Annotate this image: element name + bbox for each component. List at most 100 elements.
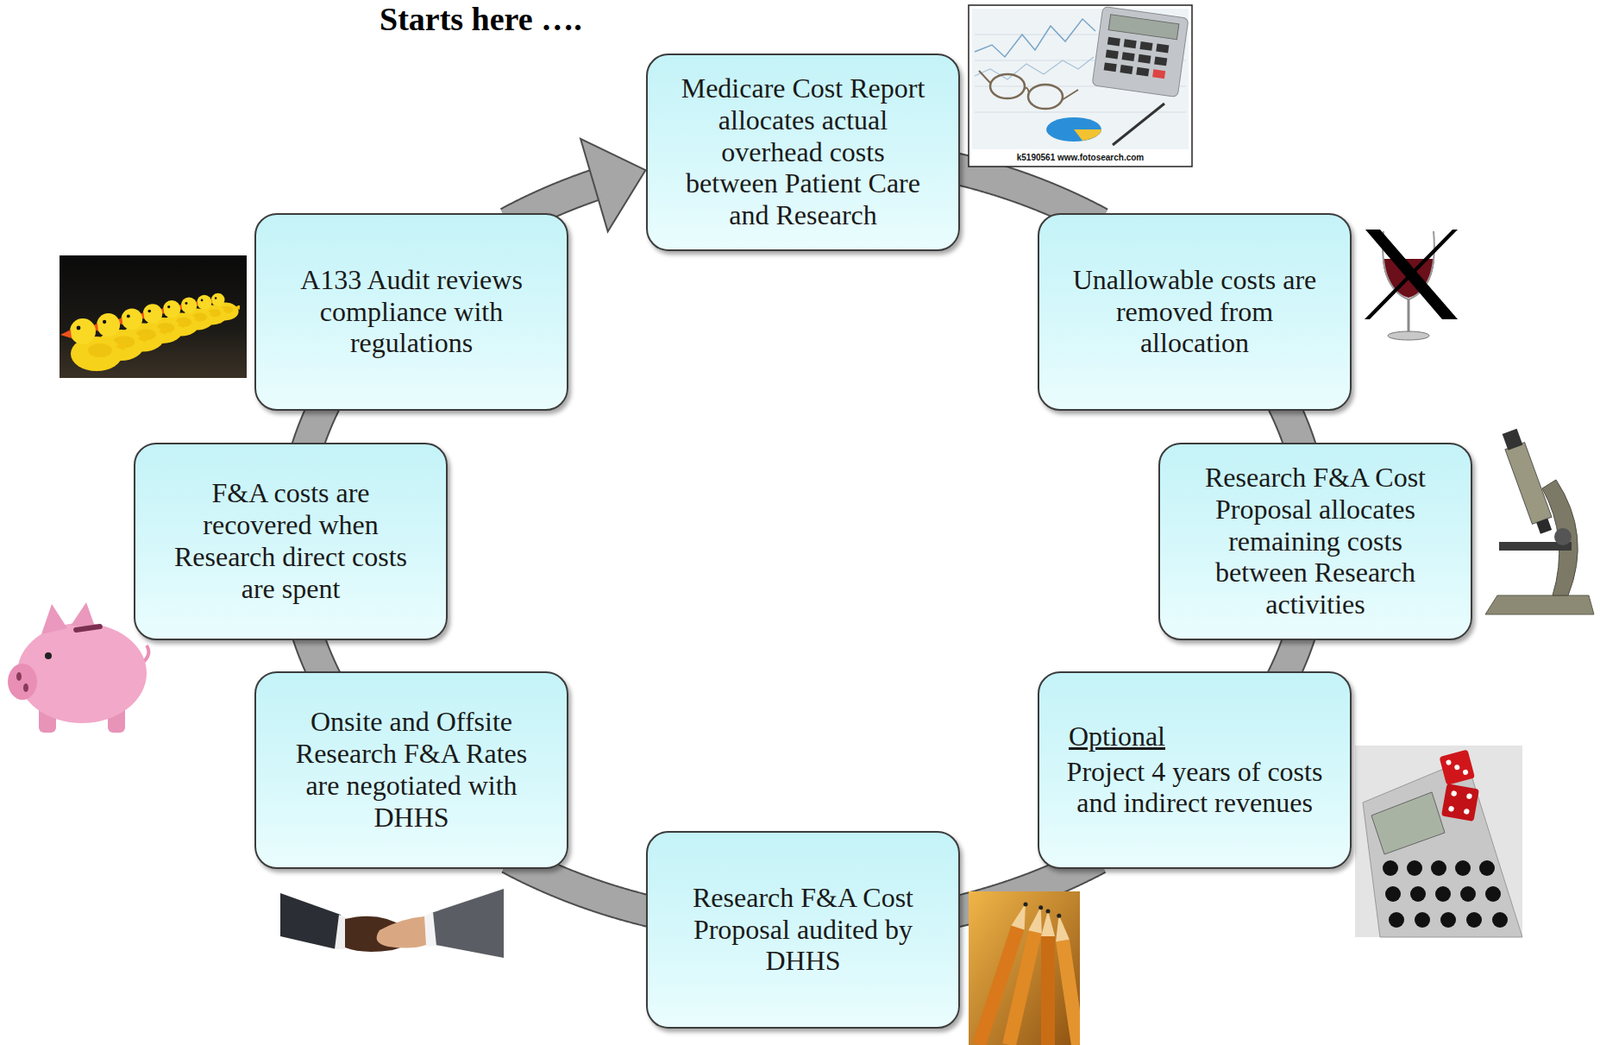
finance-photo-part [972, 149, 1189, 165]
calculator-dice-photo-part-part [1461, 768, 1469, 775]
calculator-dice-photo-part-part [1454, 764, 1461, 771]
finance-photo-part-part [1155, 43, 1169, 54]
rubber-ducks-photo [59, 255, 247, 378]
calculator-dice-photo-part [1430, 859, 1447, 876]
box-text: Research F&A Cost Proposal audited by DH… [673, 881, 933, 977]
calculator-dice-photo [1355, 745, 1523, 937]
finance-photo-part-part [1154, 56, 1168, 66]
piggy-bank-photo-part [73, 623, 104, 634]
microscope-photo [1485, 427, 1594, 615]
finance-photo-part-part [1105, 50, 1119, 60]
calculator-dice-photo-part [1485, 885, 1501, 902]
finance-photo-part-part [1122, 51, 1136, 62]
finance-photo-part-part [1119, 64, 1133, 75]
piggy-bank-photo-part [44, 652, 52, 659]
finance-photo-part-part [1139, 41, 1153, 51]
box-text: Onsite and Offsite Research F&A Rates ar… [282, 705, 541, 833]
calculator-dice-photo-part [1460, 885, 1476, 902]
finance-photo-part [974, 18, 1096, 57]
calculator-dice-photo-part [1414, 911, 1431, 928]
rubber-ducks-photo-part [59, 255, 247, 378]
handshake-photo-part [376, 916, 427, 948]
calculator-dice-photo-part [1355, 745, 1523, 937]
finance-photo-part [968, 5, 1193, 167]
wine-glass-crossed [1364, 229, 1458, 340]
process-box: A133 Audit reviews compliance with regul… [254, 213, 569, 411]
piggy-bank-photo-part [23, 683, 29, 692]
finance-photo-part [1046, 117, 1102, 142]
pencils-photo-part [968, 890, 1080, 1045]
finance-photo-part [974, 56, 1094, 80]
calculator-dice-photo-part [1440, 911, 1456, 928]
box-text: Research F&A Cost Proposal allocates rem… [1185, 461, 1445, 621]
wine-glass-crossed-part [1387, 331, 1430, 340]
box-text: F&A costs are recovered when Research di… [161, 476, 421, 604]
finance-photo [968, 5, 1193, 167]
finance-photo-part-part [1137, 54, 1151, 64]
microscope-photo-part [1554, 527, 1572, 546]
pencils-photo-part [1041, 935, 1055, 1045]
finance-photo-part [1112, 103, 1165, 145]
pencils-photo-part [1046, 909, 1051, 914]
calculator-dice-photo-part [1455, 859, 1471, 876]
calculator-dice-photo-part [1435, 885, 1451, 902]
calculator-dice-photo-part [1466, 911, 1482, 928]
finance-photo-part-part [1135, 67, 1149, 77]
calculator-dice-photo-part-part [1441, 783, 1480, 822]
pencils-photo [968, 890, 1080, 1045]
duck-figure [60, 318, 126, 371]
pencils-photo-part [1055, 914, 1070, 942]
finance-photo-part-part [1107, 37, 1121, 47]
box-heading: Optional [1068, 720, 1166, 753]
watermark-text: k5190561 www.fotosearch.com [973, 152, 1187, 163]
finance-photo-part [1073, 129, 1102, 141]
finance-photo-part-part [1091, 6, 1189, 97]
calculator-dice-photo-part [1362, 759, 1523, 937]
calculator-dice-photo-part [1479, 859, 1495, 876]
pencils-photo-part [1056, 913, 1061, 918]
wine-glass-crossed-part [1365, 229, 1458, 320]
calculator-dice-photo-part-part [1438, 748, 1475, 785]
calculator-dice-photo-part [1441, 783, 1480, 822]
calculator-dice-photo-part [1406, 859, 1423, 876]
microscope-photo-part [1499, 427, 1557, 536]
pencils-photo-part [1041, 909, 1055, 936]
pencils-photo-part [1062, 940, 1079, 1045]
calculator-dice-photo-part [1371, 791, 1445, 854]
handshake-photo-part [280, 892, 341, 949]
wine-glass-crossed-part [1364, 229, 1458, 320]
microscope-photo-part [1542, 479, 1578, 596]
microscope-photo-part-part [1536, 518, 1552, 534]
finance-photo-part [1028, 84, 1063, 109]
calculator-dice-photo-part-part [1450, 790, 1457, 797]
pencils-photo-part [1023, 902, 1029, 907]
calculator-dice-photo-part [1410, 885, 1426, 902]
finance-photo-part-part [1104, 62, 1117, 72]
box-text: A133 Audit reviews compliance with regul… [282, 263, 541, 359]
finance-photo-part-part [1152, 69, 1166, 79]
handshake-photo-part [431, 888, 504, 958]
calculator-dice-photo-part [1385, 885, 1401, 902]
piggy-bank-photo-part [17, 622, 147, 723]
calculator-dice-photo-part-part [1445, 759, 1452, 766]
finance-photo-part-part [1108, 14, 1180, 40]
microscope-photo-part-part [1505, 442, 1552, 525]
calculator-dice-photo-part [1388, 911, 1405, 928]
diagram-title: Starts here …. [379, 1, 583, 38]
finance-photo-part [978, 70, 1079, 101]
process-box: Medicare Cost Report allocates actual ov… [646, 53, 960, 251]
finance-photo-part [990, 74, 1025, 99]
microscope-photo-part [1485, 595, 1594, 615]
process-box: F&A costs are recovered when Research di… [133, 442, 448, 640]
calculator-dice-photo-part [1382, 859, 1399, 876]
process-box: Research F&A Cost Proposal allocates rem… [1158, 442, 1473, 640]
box-text: Unallowable costs are removed from alloc… [1065, 263, 1324, 359]
process-box: Onsite and Offsite Research F&A Rates ar… [254, 671, 569, 869]
finance-photo-part [1091, 6, 1189, 97]
piggy-bank-photo-part [7, 663, 38, 700]
piggy-bank-photo-part [41, 603, 68, 634]
box-text: Medicare Cost Report allocates actual ov… [673, 72, 933, 232]
box-text: Project 4 years of costs and indirect re… [1065, 755, 1324, 820]
